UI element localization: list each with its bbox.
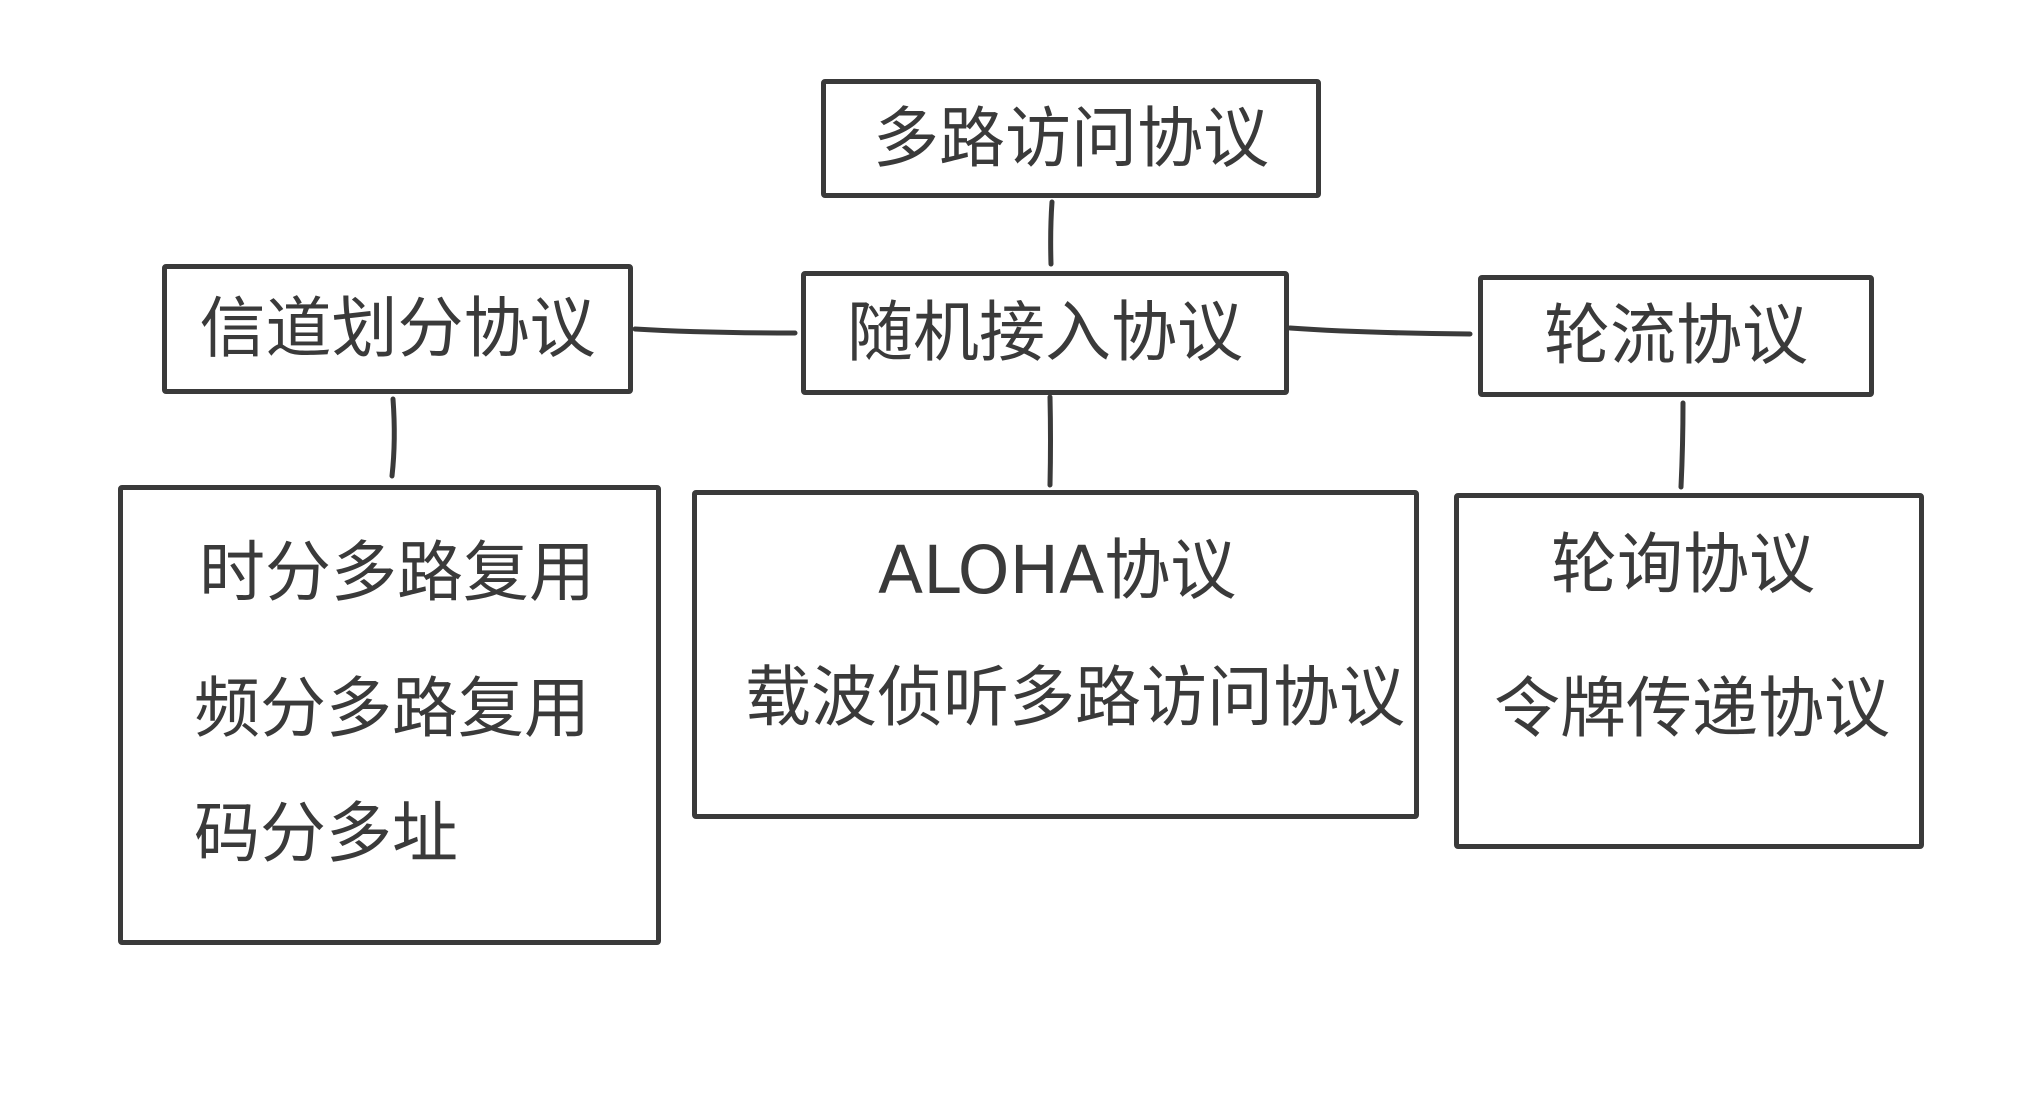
items-box-channel-partitioning: 时分多路复用 频分多路复用 码分多址 <box>118 485 661 945</box>
list-item: 时分多路复用 <box>199 534 595 611</box>
category-node-channel-partitioning: 信道划分协议 <box>162 264 633 394</box>
connector-root-to-random-access <box>1048 199 1055 267</box>
category-node-label: 随机接入协议 <box>847 294 1243 371</box>
items-box-random-access: ALOHA协议 载波侦听多路访问协议 <box>692 490 1419 819</box>
list-item: 令牌传递协议 <box>1494 670 1890 747</box>
category-node-label: 轮流协议 <box>1544 297 1808 374</box>
category-node-turn-taking: 轮流协议 <box>1478 275 1874 397</box>
root-node-label: 多路访问协议 <box>873 99 1269 177</box>
list-item: 码分多址 <box>194 795 458 872</box>
list-item: 轮询协议 <box>1551 526 1815 603</box>
connector-channel-to-items <box>389 396 397 479</box>
list-item: ALOHA协议 <box>878 532 1237 609</box>
connector-channel-to-random-access <box>632 326 798 336</box>
connector-random-access-to-turn-taking <box>1287 325 1473 337</box>
category-node-label: 信道划分协议 <box>199 290 596 367</box>
items-box-turn-taking: 轮询协议 令牌传递协议 <box>1454 493 1924 849</box>
list-item: 载波侦听多路访问协议 <box>745 659 1405 736</box>
list-item: 频分多路复用 <box>194 670 590 747</box>
connector-random-access-to-items <box>1047 394 1053 488</box>
category-node-random-access: 随机接入协议 <box>801 271 1289 395</box>
root-node: 多路访问协议 <box>821 79 1321 198</box>
connector-turn-taking-to-items <box>1678 400 1686 490</box>
